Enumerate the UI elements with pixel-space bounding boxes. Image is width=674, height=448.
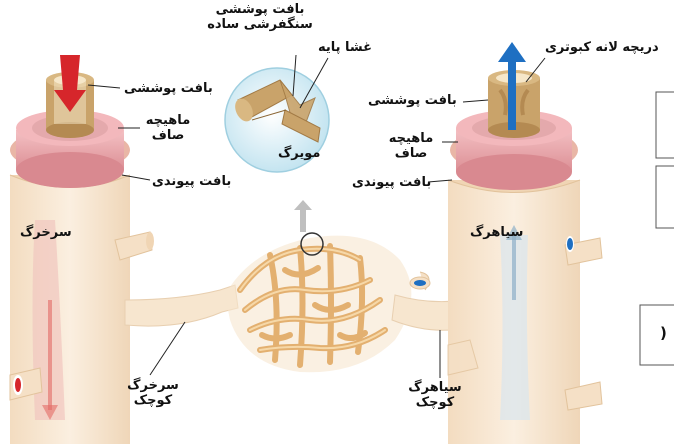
venule-label: سیاهرگ کوچک (398, 380, 472, 410)
artery-muscle-label: ماهیچه صاف (142, 113, 194, 143)
capillary-bed (225, 200, 411, 372)
artery-epithelium-label: بافت پوششی (124, 81, 213, 96)
capillary-tissue-label: بافت پوششی سنگفرشی ساده (205, 2, 315, 32)
side-fragment: ( (660, 326, 667, 341)
vein-connective-label: بافت پیوندی (352, 175, 431, 190)
arteriole (125, 285, 238, 326)
artery-trunk (10, 175, 130, 444)
zoom-arrow (294, 200, 312, 232)
artery-label: سرخرگ (20, 225, 72, 240)
side-boxes (640, 92, 674, 365)
vein-epithelium-label: بافت پوششی (368, 93, 457, 108)
basement-membrane-label: غشا پایه (318, 40, 372, 55)
vein-muscle-label: ماهیچه صاف (382, 131, 440, 161)
arteriole-label: سرخرگ کوچک (122, 378, 184, 408)
artery-connective-label: بافت پیوندی (152, 174, 231, 189)
capillary-label: مویرگ (278, 146, 320, 161)
vein-label: سیاهرگ (470, 225, 523, 240)
valve-label: دریچه لانه کبوتری (545, 40, 659, 55)
